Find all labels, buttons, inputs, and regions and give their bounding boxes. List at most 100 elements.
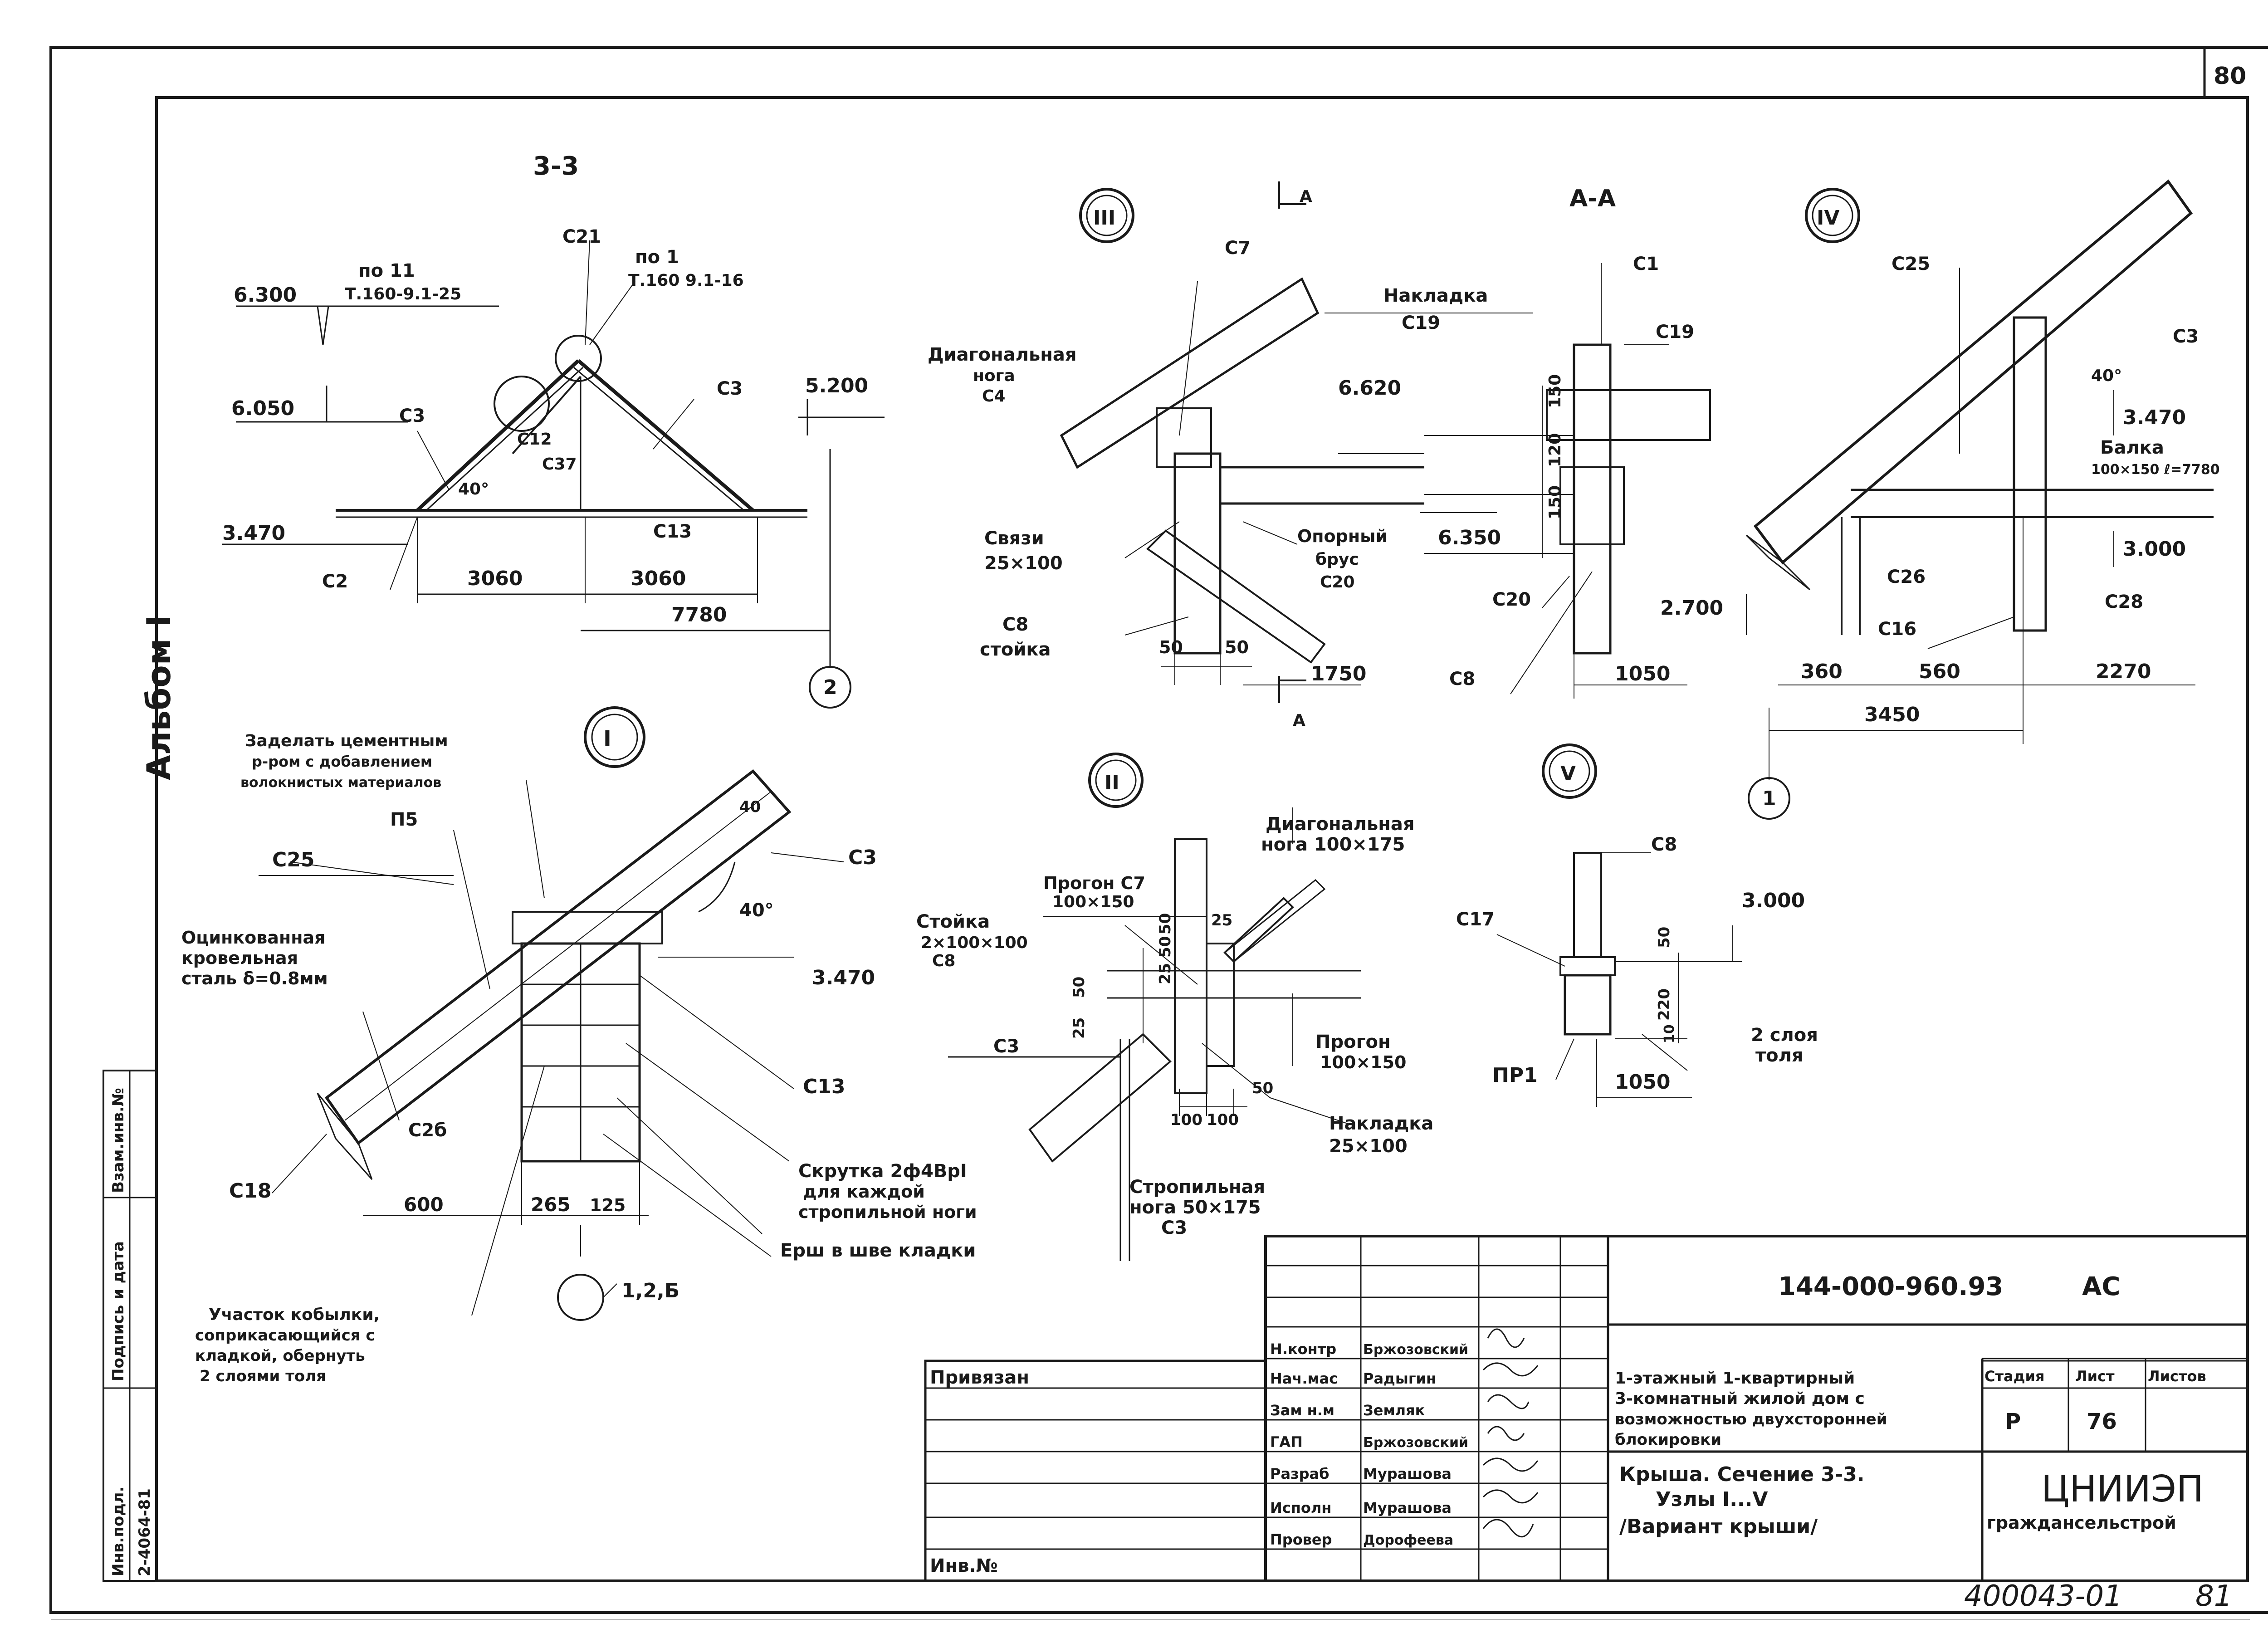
stamp-vzam: Взам.инв.№	[109, 1088, 127, 1193]
s33-c37: С37	[542, 455, 577, 474]
tb-stage-h: Стадия	[1984, 1368, 2044, 1385]
node-2-stropil3: С3	[1161, 1218, 1187, 1238]
tb-privyazan: Привязан	[930, 1367, 1029, 1388]
node-2-d100b: 100	[1207, 1111, 1239, 1129]
node-3-svyazi-size: 25×100	[984, 553, 1063, 574]
tb-sheet-l1: Крыша. Сечение 3-3.	[1619, 1463, 1864, 1486]
aa-c8: С8	[1449, 669, 1475, 689]
node-3-svyazi: Связи	[984, 528, 1044, 549]
node-2-nakladka-size: 25×100	[1329, 1136, 1408, 1157]
tb-role-5: Исполн	[1270, 1499, 1331, 1516]
node-3-c19: С19	[1402, 313, 1440, 333]
node-3-c7: С7	[1225, 238, 1251, 259]
node-1-zadelat1: Заделать цементным	[245, 732, 448, 750]
node-3-section-mark-bottom: А	[1293, 711, 1305, 730]
tb-name-6: Дорофеева	[1363, 1532, 1453, 1548]
node-1-zadelat3: волокнистых материалов	[240, 775, 441, 791]
aa-c20: С20	[1492, 589, 1531, 610]
node-5-toll1: 2 слоя	[1751, 1025, 1818, 1046]
node-1-axis: 1,2,Б	[621, 1279, 679, 1302]
tb-role-1: Нач.мас	[1270, 1370, 1338, 1387]
node-5-c17: С17	[1456, 909, 1495, 930]
tb-project-l4: блокировки	[1615, 1431, 1721, 1449]
node-1-el-3470: 3.470	[812, 966, 875, 989]
node-4-el-3000: 3.000	[2123, 538, 2186, 561]
s33-poz11-ref: Т.160-9.1-25	[345, 285, 461, 303]
node-2-diag1: Диагональная	[1266, 814, 1415, 835]
aa-c1: С1	[1633, 254, 1659, 274]
tb-role-2: Зам н.м	[1270, 1402, 1334, 1419]
tb-project-l3: возможностью двухсторонней	[1615, 1410, 1887, 1428]
node-4-c3: С3	[2173, 326, 2199, 347]
node-2-d50c: 50	[1070, 977, 1088, 998]
s33-poz11: по 11	[358, 260, 415, 281]
node-2-d2550: 25 50	[1156, 936, 1174, 984]
node-1-p15: П5	[390, 809, 418, 830]
node-5-toll2: толя	[1755, 1045, 1804, 1066]
node-1-ersh: Ерш в шве кладки	[780, 1240, 976, 1261]
node-1-title: I	[603, 726, 611, 752]
node-1-skrutka2: для каждой	[803, 1182, 925, 1202]
s33-el-6300: 6.300	[234, 284, 297, 307]
s33-el-6050: 6.050	[231, 397, 294, 420]
bottom-page: 81	[2195, 1579, 2232, 1613]
tb-sheet-l2: Узлы I...V	[1656, 1488, 1768, 1511]
aa-d120: 120	[1546, 433, 1564, 467]
node-1-ocink2: кровельная	[181, 948, 298, 968]
node-4-el-2700: 2.700	[1660, 597, 1723, 620]
tb-mark: АС	[2082, 1272, 2120, 1301]
sheet-frame	[49, 46, 2268, 1620]
node-3-opornyi2: брус	[1315, 550, 1359, 569]
node-4-d360: 360	[1801, 660, 1843, 683]
s33-axis: 2	[823, 676, 837, 699]
node-1-uchastok2: соприкасающийся с	[195, 1326, 375, 1345]
node-2-stoika: Стойка	[916, 911, 990, 932]
node-3-c20: С20	[1320, 573, 1355, 592]
stamp-sign-date: Подпись и дата	[109, 1241, 127, 1381]
s33-c13: С13	[653, 521, 692, 542]
node-4-c25: С25	[1892, 254, 1930, 274]
tb-sheet-h: Лист	[2075, 1368, 2115, 1385]
node-5-d220: 220	[1655, 988, 1673, 1021]
node-4-title: IV	[1817, 206, 1839, 230]
node-1-c25: С25	[272, 848, 315, 871]
tb-project-l1: 1-этажный 1-квартирный	[1615, 1369, 1855, 1388]
corner-page-number: 80	[2214, 63, 2246, 90]
node-3-d50b: 50	[1225, 637, 1249, 657]
node-5-title: V	[1560, 762, 1576, 785]
tb-name-3: Бржозовский	[1363, 1435, 1468, 1451]
node-2-diag2: нога 100×175	[1261, 834, 1405, 855]
s33-c21: С21	[562, 226, 601, 247]
node-1-skrutka3: стропильной ноги	[798, 1202, 977, 1222]
node-4-c28: С28	[2105, 592, 2143, 612]
node-2-progon: Прогон	[1315, 1032, 1391, 1052]
node-1-c3: С3	[848, 846, 877, 869]
tb-name-4: Мурашова	[1363, 1465, 1452, 1482]
node-2-d50r: 50	[1252, 1079, 1273, 1097]
s33-el-3470: 3.470	[222, 522, 285, 545]
node-4-d2270: 2270	[2096, 660, 2151, 683]
tb-role-6: Провер	[1270, 1531, 1332, 1548]
node-2	[948, 753, 1361, 1261]
node-1-c13: С13	[803, 1075, 846, 1098]
aa-d150a: 150	[1546, 374, 1564, 408]
node-2-stropil2: нога 50×175	[1129, 1197, 1261, 1218]
node-1-ocink3: сталь δ=0.8мм	[181, 968, 328, 988]
tb-role-3: ГАП	[1270, 1433, 1303, 1451]
node-4-el-3470: 3.470	[2123, 406, 2186, 429]
s33-d3060b: 3060	[631, 567, 686, 590]
album-label: Альбом I	[140, 615, 178, 780]
stamp-inv-value: 2-4064-81	[136, 1488, 154, 1576]
node-2-stoika-size: 2×100×100	[921, 934, 1028, 952]
node-1-uchastok1: Участок кобылки,	[209, 1306, 380, 1324]
node-2-d25a: 25	[1211, 911, 1232, 929]
aa-d150b: 150	[1546, 485, 1564, 519]
node-4	[1745, 179, 2214, 820]
stamp-inv-podl: Инв.подл.	[109, 1486, 127, 1576]
aa-d1050: 1050	[1615, 662, 1670, 685]
tb-sheet-l3: /Вариант крыши/	[1619, 1515, 1818, 1538]
section-a-a-title: А-А	[1569, 185, 1616, 212]
tb-role-4: Разраб	[1270, 1465, 1329, 1482]
section-3-3: 3-3	[222, 152, 885, 709]
